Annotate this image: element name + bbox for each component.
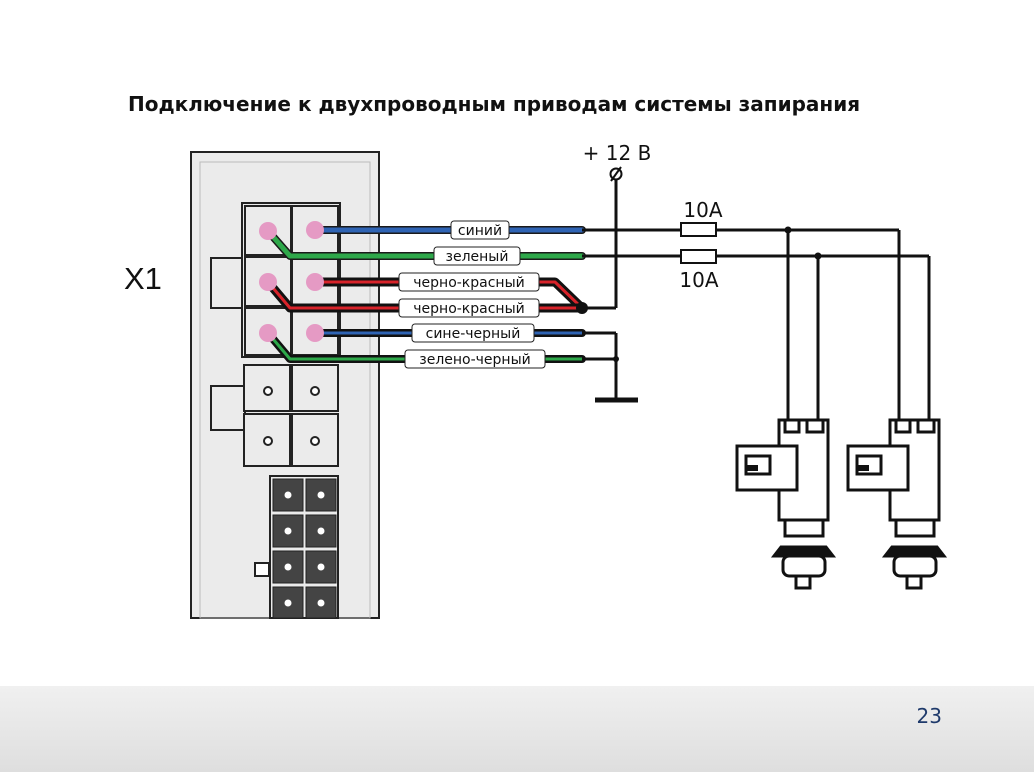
connector-label: X1 [124, 261, 162, 296]
fuse-label-2: 10А [679, 268, 718, 292]
door-lock-actuator-icon [846, 418, 948, 590]
wire-label-blue-black: сине-черный [426, 326, 521, 342]
power-terminal-icon [609, 166, 623, 182]
actuator-lines [582, 228, 931, 420]
x1-connector-block [190, 151, 380, 619]
wire-label-black-red-1: черно-красный [413, 275, 524, 291]
pin-contacts [259, 221, 324, 342]
power-and-ground-lines [582, 180, 638, 403]
slide-footer [0, 686, 1034, 772]
door-lock-actuator-icon [735, 418, 837, 590]
slide-title: Подключение к двухпроводным приводам сис… [128, 92, 861, 116]
wire-label-green: зеленый [446, 249, 509, 265]
fuse-label-1: 10А [683, 198, 722, 222]
wire-label-black-red-2: черно-красный [413, 301, 524, 317]
wire-label-blue: синий [458, 223, 502, 239]
page-number: 23 [916, 704, 942, 728]
wiring-diagram: X1 [124, 141, 948, 619]
power-label: + 12 В [583, 141, 652, 165]
fuse-icon [680, 222, 717, 264]
wire-label-green-black: зелено-черный [419, 352, 530, 368]
